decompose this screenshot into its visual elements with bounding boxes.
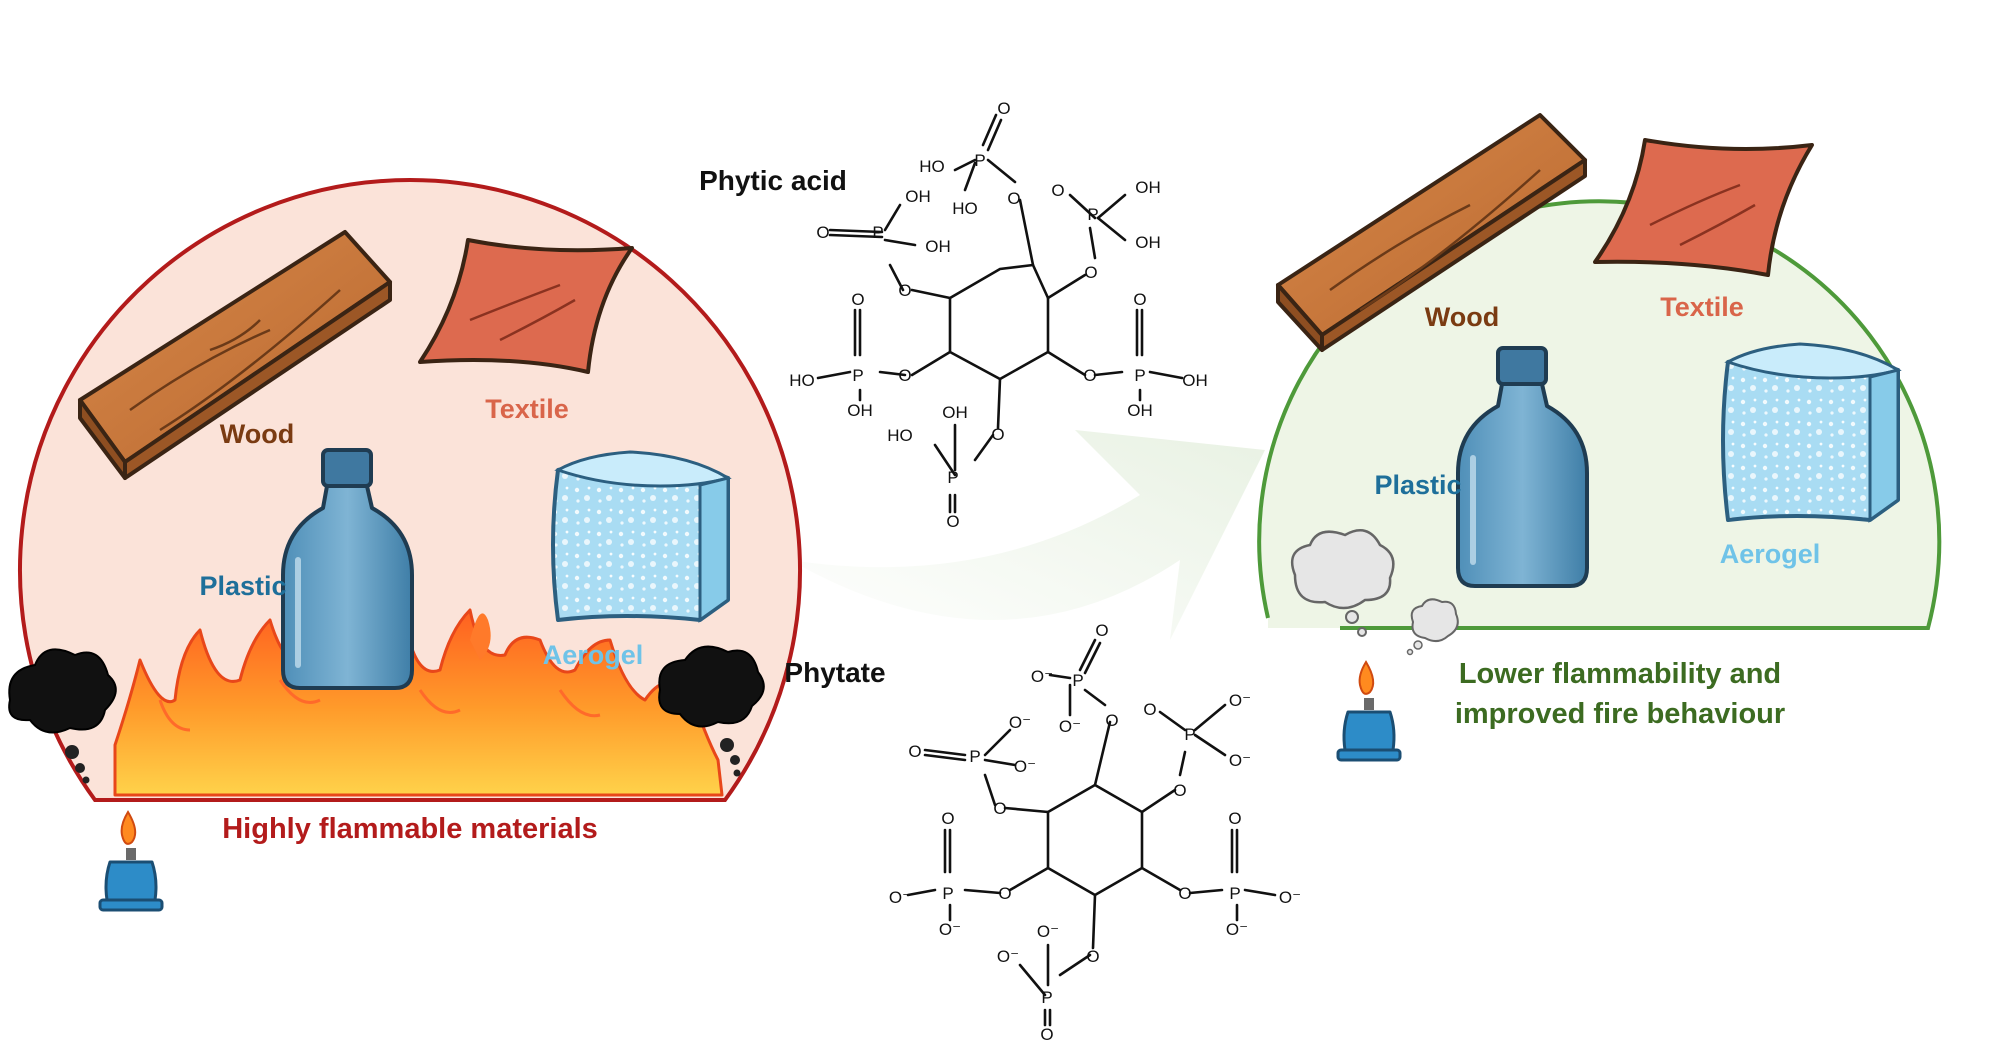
- svg-text:OH: OH: [905, 187, 931, 206]
- black-smoke-left-icon: [8, 648, 117, 784]
- right-textile-label: Textile: [1660, 292, 1744, 322]
- svg-text:O: O: [898, 281, 911, 300]
- textile-cloth-icon: [418, 238, 634, 374]
- burner-left-icon: [98, 810, 164, 912]
- wood-plank-icon: [1276, 113, 1587, 352]
- svg-text:P: P: [974, 151, 985, 170]
- svg-text:HO: HO: [952, 199, 978, 218]
- svg-text:HO: HO: [919, 157, 945, 176]
- svg-text:P: P: [1041, 988, 1052, 1007]
- svg-text:O: O: [1083, 366, 1096, 385]
- right-plastic-label: Plastic: [1374, 470, 1461, 500]
- svg-text:P: P: [969, 747, 980, 766]
- svg-text:O: O: [1095, 621, 1108, 640]
- aerogel-cube-icon: [551, 450, 732, 623]
- plastic-bottle-icon: [281, 448, 414, 690]
- svg-text:O⁻: O⁻: [1059, 717, 1081, 736]
- svg-text:P: P: [852, 366, 863, 385]
- svg-text:P: P: [1072, 671, 1083, 690]
- wood-plank-icon: [78, 230, 392, 480]
- svg-text:O⁻: O⁻: [997, 947, 1019, 966]
- svg-text:O: O: [1143, 700, 1156, 719]
- svg-text:O: O: [946, 512, 959, 531]
- textile-cloth-icon: [1593, 138, 1814, 277]
- svg-text:OH: OH: [847, 401, 873, 420]
- svg-text:O⁻: O⁻: [1279, 888, 1301, 907]
- svg-text:O: O: [1084, 263, 1097, 282]
- svg-text:P: P: [1184, 725, 1195, 744]
- svg-text:O⁻: O⁻: [889, 888, 911, 907]
- right-panel-dome: [1259, 201, 1940, 628]
- svg-text:P: P: [1087, 205, 1098, 224]
- svg-text:O: O: [898, 366, 911, 385]
- svg-text:O: O: [1007, 189, 1020, 208]
- svg-text:HO: HO: [789, 371, 815, 390]
- right-wood-label: Wood: [1425, 302, 1499, 332]
- phytate-title: Phytate: [784, 657, 885, 688]
- right-aerogel-label: Aerogel: [1720, 539, 1821, 569]
- phytate-structure: Phytate: [784, 621, 1301, 1044]
- svg-text:O⁻: O⁻: [1031, 667, 1053, 686]
- svg-text:O: O: [1178, 884, 1191, 903]
- svg-text:OH: OH: [1182, 371, 1208, 390]
- right-panel-caption-line2: improved fire behaviour: [1455, 698, 1785, 730]
- left-plastic-label: Plastic: [199, 571, 286, 601]
- process-arrow: [790, 430, 1265, 640]
- phytic-acid-title: Phytic acid: [699, 165, 847, 196]
- black-smoke-right-icon: [658, 645, 765, 777]
- svg-text:P: P: [942, 884, 953, 903]
- svg-text:P: P: [872, 223, 883, 242]
- left-textile-label: Textile: [485, 394, 569, 424]
- aerogel-cube-icon: [1721, 342, 1902, 523]
- svg-text:O: O: [993, 799, 1006, 818]
- svg-text:O⁻: O⁻: [1009, 713, 1031, 732]
- right-panel: Wood Textile Plastic Aerogel Lower flamm…: [1257, 113, 1942, 762]
- left-aerogel-label: Aerogel: [543, 640, 644, 670]
- svg-text:O⁻: O⁻: [1229, 751, 1251, 770]
- svg-text:P: P: [1134, 366, 1145, 385]
- svg-text:O: O: [851, 290, 864, 309]
- svg-text:O: O: [997, 99, 1010, 118]
- svg-text:O: O: [1086, 947, 1099, 966]
- svg-text:O⁻: O⁻: [1037, 922, 1059, 941]
- svg-text:O: O: [1228, 809, 1241, 828]
- left-wood-label: Wood: [220, 419, 294, 449]
- svg-text:OH: OH: [942, 403, 968, 422]
- svg-text:HO: HO: [887, 426, 913, 445]
- svg-text:OH: OH: [1135, 233, 1161, 252]
- svg-text:O: O: [816, 223, 829, 242]
- burner-right-icon: [1336, 660, 1402, 762]
- phytic-acid-structure: Phytic acid: [699, 99, 1208, 531]
- svg-text:O: O: [991, 425, 1004, 444]
- svg-text:OH: OH: [925, 237, 951, 256]
- svg-text:OH: OH: [1135, 178, 1161, 197]
- svg-text:P: P: [947, 468, 958, 487]
- left-panel: Wood Textile Plastic Aerogel Highly flam…: [8, 178, 802, 912]
- svg-text:O: O: [1173, 781, 1186, 800]
- svg-text:O: O: [908, 742, 921, 761]
- left-panel-caption: Highly flammable materials: [222, 813, 598, 845]
- svg-text:O: O: [1133, 290, 1146, 309]
- white-smoke-large-icon: [1290, 529, 1395, 637]
- svg-text:O⁻: O⁻: [939, 920, 961, 939]
- svg-text:O: O: [941, 809, 954, 828]
- svg-text:OH: OH: [1127, 401, 1153, 420]
- svg-text:O⁻: O⁻: [1014, 757, 1036, 776]
- svg-text:O: O: [1051, 181, 1064, 200]
- svg-text:O: O: [1105, 711, 1118, 730]
- svg-text:O: O: [1040, 1025, 1053, 1044]
- right-panel-caption-line1: Lower flammability and: [1459, 658, 1781, 690]
- svg-text:O⁻: O⁻: [1226, 920, 1248, 939]
- white-smoke-small-icon: [1406, 598, 1459, 656]
- svg-text:O⁻: O⁻: [1229, 691, 1251, 710]
- svg-text:P: P: [1229, 884, 1240, 903]
- svg-text:O: O: [998, 884, 1011, 903]
- plastic-bottle-icon: [1456, 346, 1589, 588]
